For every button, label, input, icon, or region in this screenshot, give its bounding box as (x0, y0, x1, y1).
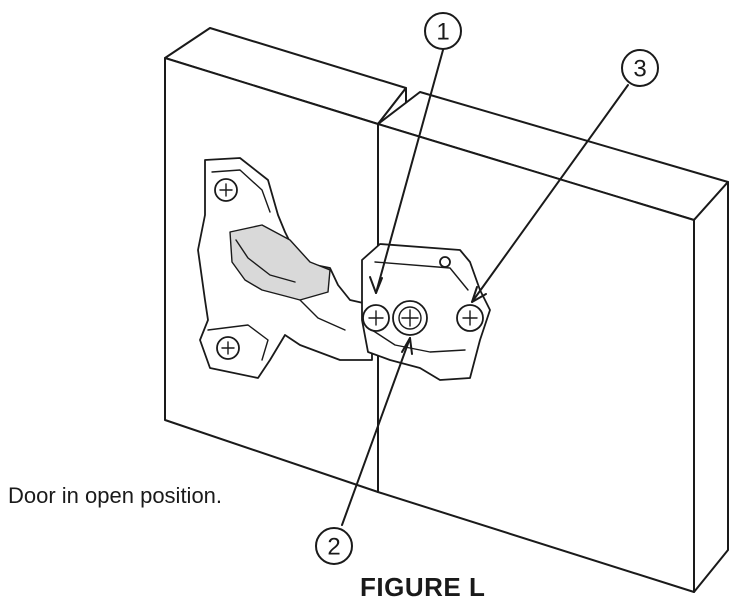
hinge-mounting-plate (197, 157, 373, 379)
callout-2-number: 2 (327, 534, 340, 561)
callout-1: 1 (369, 12, 462, 294)
callout-3: 3 (471, 49, 659, 303)
side-adjustment-screw (456, 304, 484, 332)
mounting-screw-top (214, 178, 238, 202)
arm-mounting-screw (362, 304, 390, 332)
mounting-screw-bottom (216, 336, 240, 360)
depth-adjustment-screw (392, 300, 428, 336)
callout-3-number: 3 (633, 56, 646, 83)
right-panel-door (377, 91, 729, 593)
figure-title: FIGURE L (360, 572, 486, 602)
caption-door-open: Door in open position. (8, 483, 223, 508)
callout-2: 2 (315, 337, 413, 565)
callout-1-number: 1 (436, 19, 449, 46)
